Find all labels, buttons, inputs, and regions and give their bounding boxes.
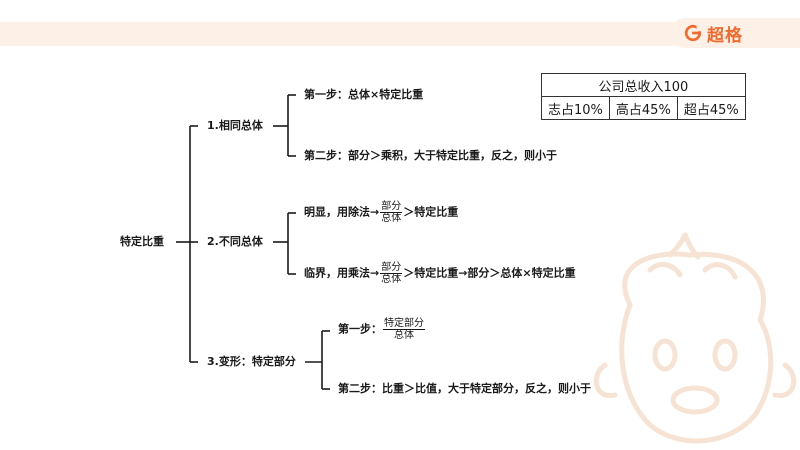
branch3-step2: 第二步：比重＞比值，大于特定部分，反之，则小于 bbox=[338, 382, 591, 395]
brand-logo-text: 超格 bbox=[707, 25, 743, 46]
branch3-step1: 第一步：特定部分总体 bbox=[338, 318, 426, 341]
critical-suffix: ＞特定比重→部分＞总体×特定比重 bbox=[403, 266, 576, 280]
branch3-step1-prefix: 第一步： bbox=[338, 322, 382, 336]
branch3-numerator: 特定部分 bbox=[383, 318, 425, 330]
mascot-watermark bbox=[593, 232, 797, 444]
revenue-table: 公司总收入100 志占10% 高占45% 超占45% bbox=[541, 73, 746, 120]
branch2-title: 2.不同总体 bbox=[207, 235, 263, 248]
branch3-denominator: 总体 bbox=[394, 330, 414, 341]
brand-logo: 超格 bbox=[670, 18, 800, 48]
branch1-title: 1.相同总体 bbox=[207, 119, 263, 132]
branch1-step2: 第二步：部分＞乘积，大于特定比重，反之，则小于 bbox=[304, 149, 557, 162]
table-row: 志占10% 高占45% 超占45% bbox=[541, 96, 746, 120]
branch2-critical: 临界，用乘法→部分总体＞特定比重→部分＞总体×特定比重 bbox=[304, 262, 576, 285]
critical-denominator: 总体 bbox=[381, 274, 402, 285]
table-header: 公司总收入100 bbox=[541, 73, 746, 97]
obvious-denominator: 总体 bbox=[381, 213, 402, 224]
brand-logo-icon bbox=[684, 24, 702, 42]
root-node: 特定比重 bbox=[120, 235, 164, 248]
critical-fraction: 部分总体 bbox=[380, 262, 403, 285]
branch3-fraction: 特定部分总体 bbox=[383, 318, 425, 341]
branch3-title: 3.变形：特定部分 bbox=[207, 355, 296, 368]
obvious-numerator: 部分 bbox=[380, 201, 403, 213]
table-cell: 高占45% bbox=[608, 96, 678, 120]
table-cell: 超占45% bbox=[676, 96, 746, 120]
top-banner bbox=[0, 22, 800, 46]
obvious-suffix: ＞特定比重 bbox=[403, 205, 459, 219]
table-header-row: 公司总收入100 bbox=[541, 73, 746, 97]
branch2-obvious: 明显，用除法→部分总体＞特定比重 bbox=[304, 201, 458, 224]
branch1-step1: 第一步：总体×特定比重 bbox=[304, 88, 424, 101]
critical-numerator: 部分 bbox=[380, 262, 403, 274]
critical-prefix: 临界，用乘法→ bbox=[304, 266, 380, 280]
obvious-fraction: 部分总体 bbox=[380, 201, 403, 224]
obvious-prefix: 明显，用除法→ bbox=[304, 205, 380, 219]
table-cell: 志占10% bbox=[541, 96, 610, 120]
